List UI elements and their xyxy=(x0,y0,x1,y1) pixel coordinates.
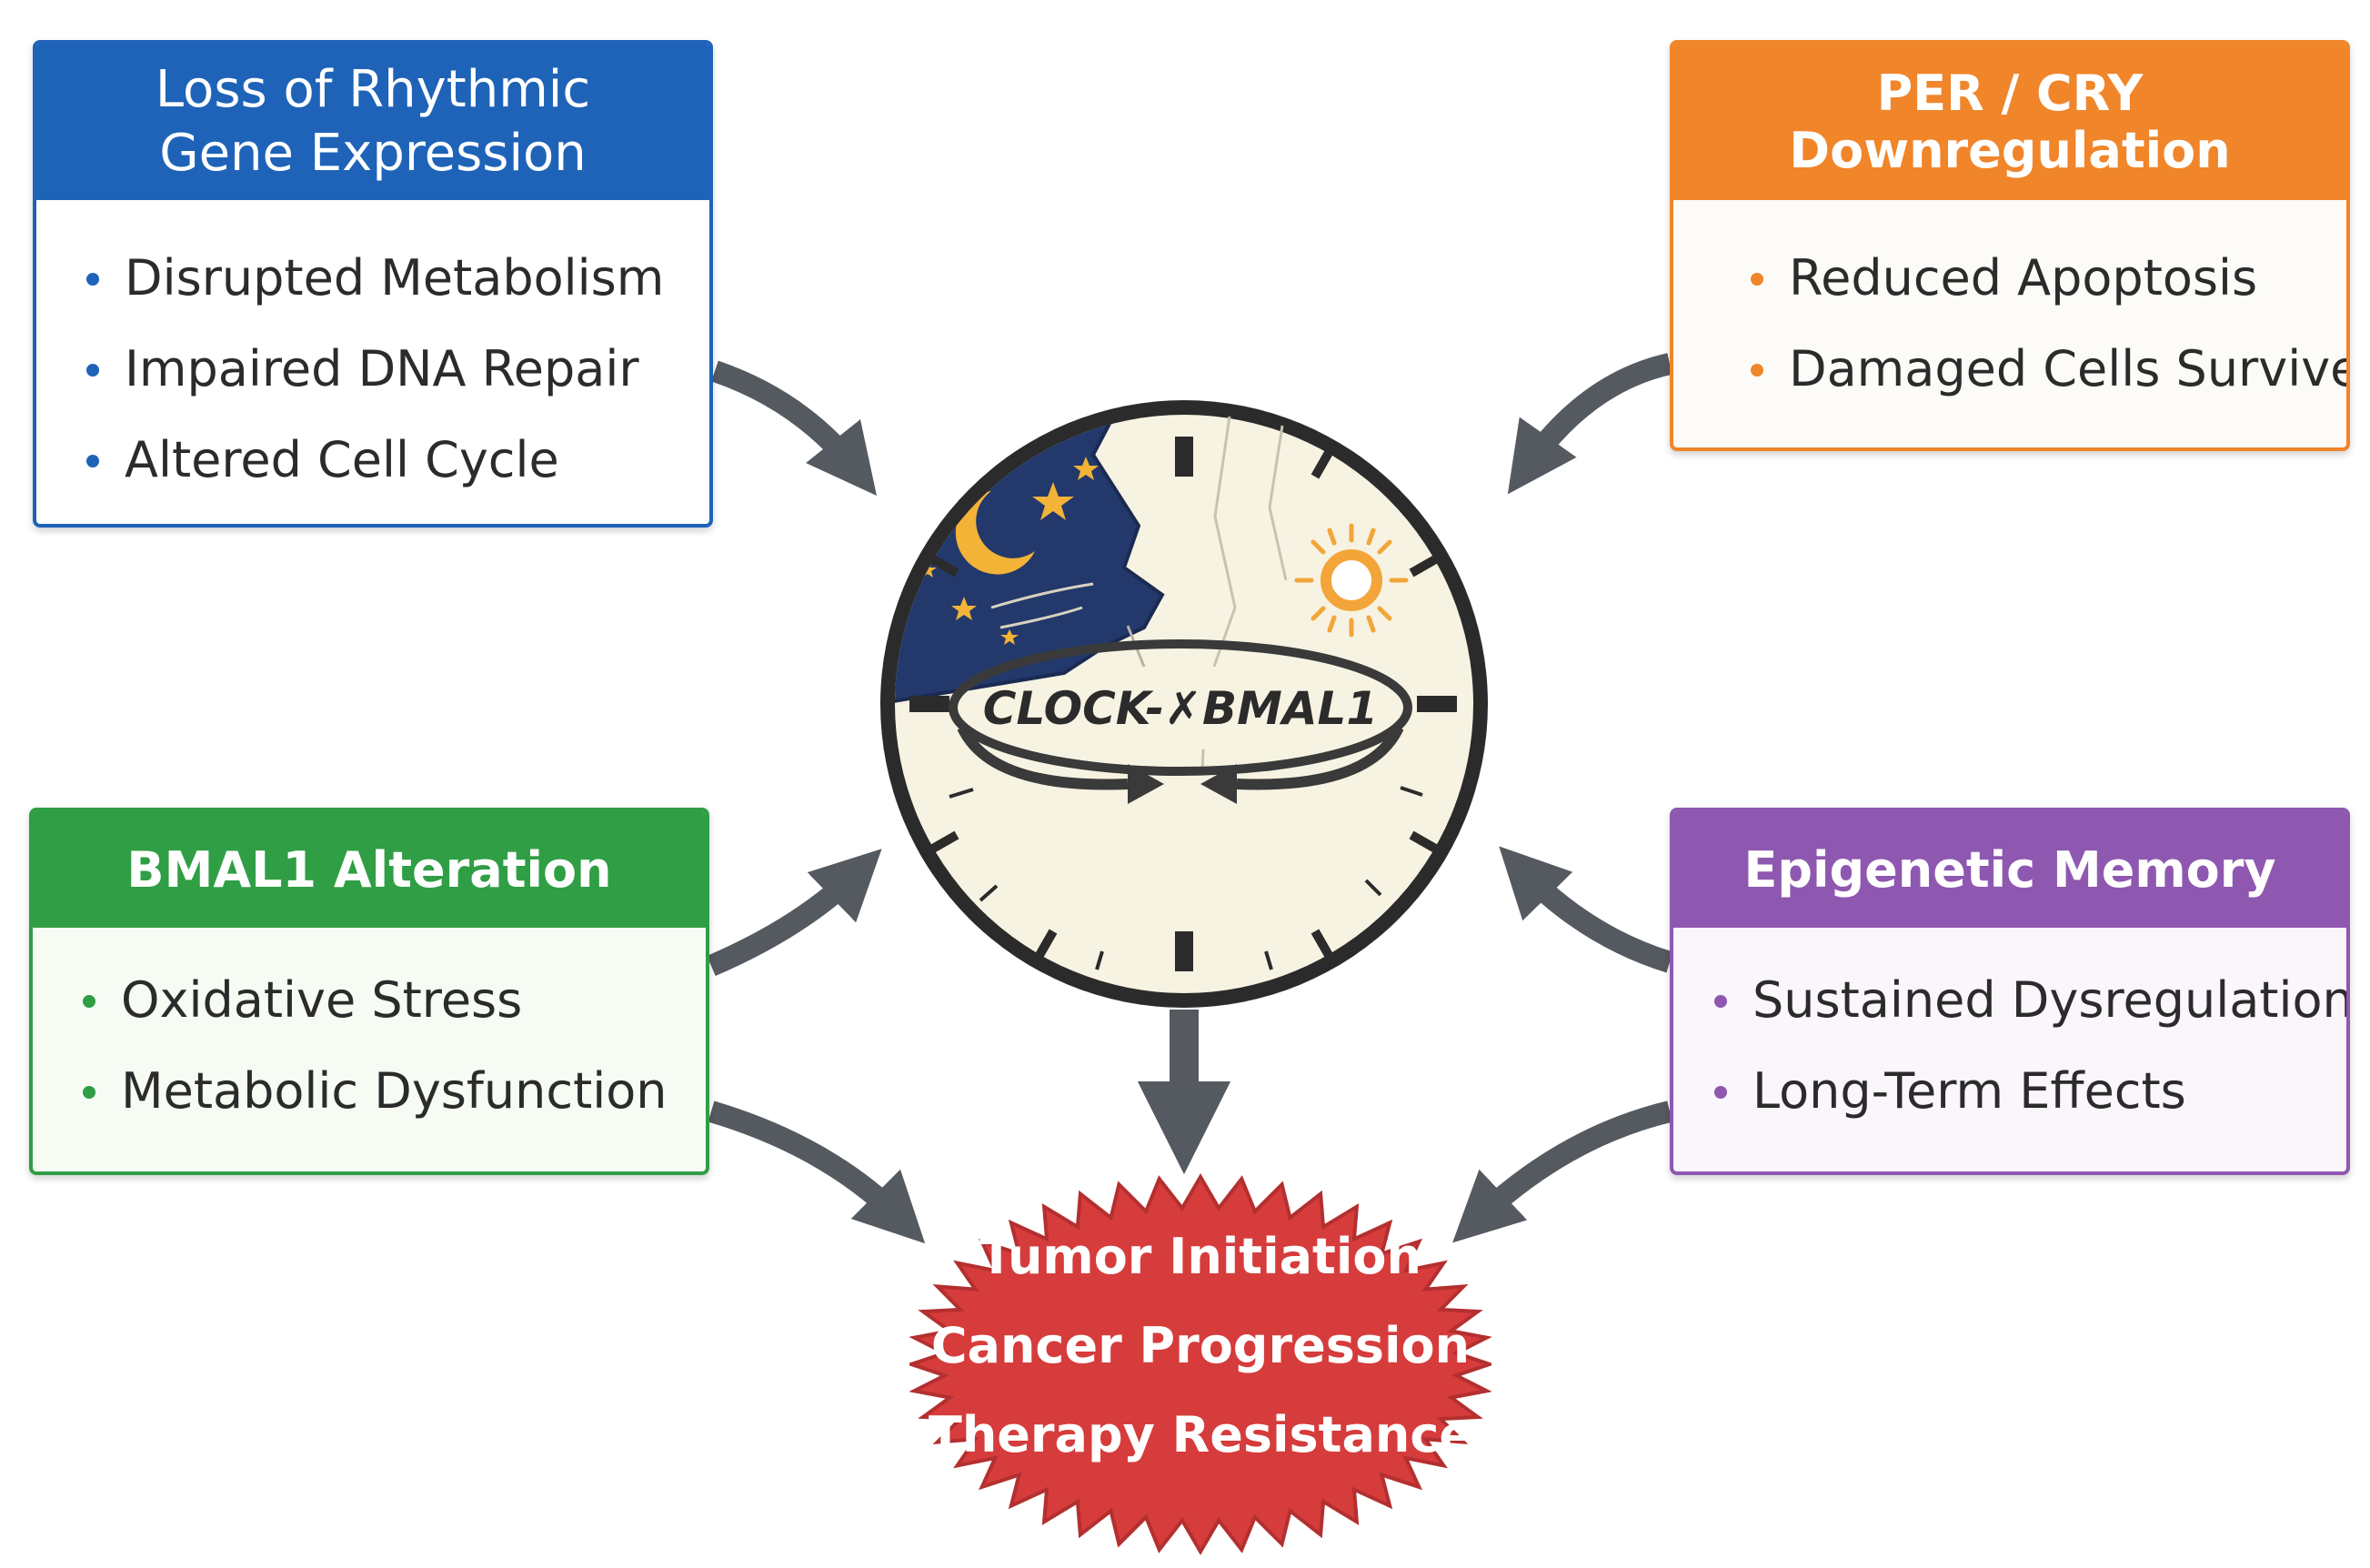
list-item: Long-Term Effects xyxy=(1714,1046,2346,1137)
bmal1-alteration-title: BMAL1 Alteration xyxy=(126,840,612,899)
bmal1-alteration-box: BMAL1 Alteration Oxidative Stress Metabo… xyxy=(29,808,709,1175)
bullet-icon xyxy=(1714,995,1727,1008)
epigenetic-memory-box: Epigenetic Memory Sustained Dysregulatio… xyxy=(1670,808,2350,1175)
circadian-clock: CLOCK-✗BMAL1 xyxy=(880,400,1488,1008)
clock-small-ticks xyxy=(949,786,1423,970)
per-cry-header: PER / CRY Downregulation xyxy=(1673,44,2346,200)
list-item-label: Damaged Cells Survive xyxy=(1789,340,2350,397)
bullet-icon xyxy=(83,1086,95,1099)
list-item: Reduced Apoptosis xyxy=(1751,233,2346,324)
list-item-label: Disrupted Metabolism xyxy=(125,249,665,307)
per-cry-box: PER / CRY Downregulation Reduced Apoptos… xyxy=(1670,40,2350,451)
clock-hour-ticks xyxy=(909,437,1457,971)
list-item: Disrupted Metabolism xyxy=(86,233,709,324)
list-item-label: Impaired DNA Repair xyxy=(125,340,639,397)
outcome-burst xyxy=(909,1173,1491,1555)
rhythmic-expression-title-line2: Gene Expression xyxy=(159,124,587,183)
bullet-icon xyxy=(86,364,99,377)
arrow-epigenetic-to-clock xyxy=(1499,846,1673,973)
bullet-icon xyxy=(86,455,99,467)
star-icon xyxy=(1073,457,1099,480)
loop-arrowhead-left xyxy=(1128,764,1164,804)
list-item: Metabolic Dysfunction xyxy=(83,1046,706,1137)
rhythmic-expression-header: Loss of Rhythmic Gene Expression xyxy=(36,44,709,200)
list-item-label: Altered Cell Cycle xyxy=(125,431,559,488)
loop-arrow-left xyxy=(957,725,1129,790)
rhythmic-expression-list: Disrupted Metabolism Impaired DNA Repair… xyxy=(36,200,709,506)
star-icon xyxy=(1000,629,1019,645)
rhythmic-expression-box: Loss of Rhythmic Gene Expression Disrupt… xyxy=(33,40,713,528)
clock-bmal1-label: CLOCK-✗BMAL1 xyxy=(983,682,1378,735)
bullet-icon xyxy=(86,273,99,286)
epigenetic-memory-title: Epigenetic Memory xyxy=(1743,840,2276,899)
sun-icon xyxy=(1294,523,1409,638)
list-item-label: Long-Term Effects xyxy=(1752,1062,2186,1120)
rhythmic-expression-title-line1: Loss of Rhythmic xyxy=(155,60,591,119)
bullet-icon xyxy=(1751,273,1763,286)
outcome-line-progression: Cancer Progression xyxy=(930,1317,1471,1374)
outcome-line-tumor: Tumor Initiation xyxy=(979,1228,1421,1285)
feedback-loop-ring xyxy=(949,639,1412,776)
bmal1-alteration-list: Oxidative Stress Metabolic Dysfunction xyxy=(33,928,706,1137)
per-cry-list: Reduced Apoptosis Damaged Cells Survive xyxy=(1673,200,2346,415)
bmal1-alteration-header: BMAL1 Alteration xyxy=(33,811,706,928)
bullet-icon xyxy=(1751,364,1763,377)
list-item: Impaired DNA Repair xyxy=(86,324,709,415)
list-item: Damaged Cells Survive xyxy=(1751,324,2346,415)
bullet-icon xyxy=(83,995,95,1008)
arrow-bmal1-to-clock xyxy=(707,849,882,977)
list-item-label: Oxidative Stress xyxy=(121,971,523,1029)
loop-arrow-right xyxy=(1236,725,1404,790)
star-icon xyxy=(1032,482,1074,520)
loop-arrowhead-right xyxy=(1200,764,1237,804)
list-item-label: Sustained Dysregulation xyxy=(1752,971,2350,1029)
list-item: Sustained Dysregulation xyxy=(1714,955,2346,1046)
bullet-icon xyxy=(1714,1086,1727,1099)
outcome-line-resistance: Therapy Resistance xyxy=(929,1406,1472,1463)
arrow-rhythmic-to-clock xyxy=(711,360,877,496)
moon-icon xyxy=(955,491,1035,575)
arrow-epigenetic-to-outcome xyxy=(1452,1101,1672,1243)
star-icon xyxy=(951,597,977,620)
per-cry-title: PER / CRY Downregulation xyxy=(1789,65,2231,179)
outcome-burst-shape xyxy=(909,1173,1491,1555)
crack-line xyxy=(1268,425,1288,581)
epigenetic-memory-header: Epigenetic Memory xyxy=(1673,811,2346,928)
list-item-label: Reduced Apoptosis xyxy=(1789,249,2258,307)
clock-minor-ticks xyxy=(929,448,1440,960)
crack-line xyxy=(990,582,1094,609)
epigenetic-memory-list: Sustained Dysregulation Long-Term Effect… xyxy=(1673,928,2346,1137)
list-item: Oxidative Stress xyxy=(83,955,706,1046)
arrow-percry-to-clock xyxy=(1507,353,1672,495)
list-item-label: Metabolic Dysfunction xyxy=(121,1062,668,1120)
list-item: Altered Cell Cycle xyxy=(86,415,709,506)
arrow-bmal1-to-outcome xyxy=(708,1101,926,1244)
crack-line xyxy=(999,606,1083,629)
